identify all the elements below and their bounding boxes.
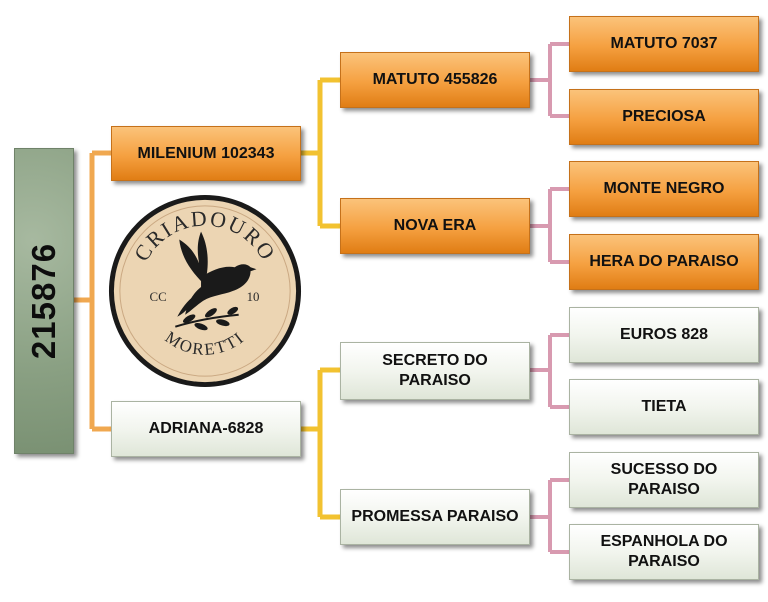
- bird-icon: [177, 231, 257, 317]
- ggp-6-label: TIETA: [641, 398, 687, 415]
- paternal-granddam-label: NOVA ERA: [393, 217, 477, 234]
- logo-right-text: 10: [247, 290, 260, 304]
- dam-label: ADRIANA-6828: [148, 420, 264, 437]
- ggp-7-box: SUCESSO DO PARAISO: [569, 452, 759, 508]
- connector-root: [72, 150, 111, 432]
- ggp-3-box: MONTE NEGRO: [569, 161, 759, 217]
- ggp-8-box: ESPANHOLA DO PARAISO: [569, 524, 759, 580]
- root-animal-label: 215876: [25, 242, 62, 360]
- ggp-1-box: MATUTO 7037: [569, 16, 759, 72]
- ggp-3-label: MONTE NEGRO: [603, 180, 725, 197]
- maternal-granddam-label: PROMESSA PARAISO: [351, 508, 519, 525]
- connector-dam: [301, 367, 340, 520]
- ggp-2-label: PRECIOSA: [622, 108, 706, 125]
- ggp-5-label: EUROS 828: [619, 326, 709, 343]
- ggp-5-box: EUROS 828: [569, 307, 759, 363]
- maternal-grandsire-box: SECRETO DO PARAISO: [340, 342, 530, 400]
- connector-sire: [301, 77, 340, 229]
- ggp-2-box: PRECIOSA: [569, 89, 759, 145]
- connector-dam-sire: [530, 333, 569, 409]
- sire-box: MILENIUM 102343: [111, 126, 301, 181]
- maternal-granddam-box: PROMESSA PARAISO: [340, 489, 530, 545]
- connector-sire-dam: [530, 187, 569, 264]
- paternal-grandsire-box: MATUTO 455826: [340, 52, 530, 108]
- ggp-6-box: TIETA: [569, 379, 759, 435]
- sire-label: MILENIUM 102343: [137, 144, 275, 162]
- logo-inner-ring: [119, 205, 291, 377]
- ggp-8-label: ESPANHOLA DO PARAISO: [600, 533, 728, 570]
- ggp-1-label: MATUTO 7037: [610, 35, 718, 52]
- connector-dam-dam: [530, 478, 569, 554]
- ggp-7-label: SUCESSO DO PARAISO: [610, 461, 718, 498]
- paternal-granddam-box: NOVA ERA: [340, 198, 530, 254]
- dam-box: ADRIANA-6828: [111, 401, 301, 457]
- paternal-grandsire-label: MATUTO 455826: [372, 71, 498, 88]
- olive-branch-icon: [175, 306, 239, 331]
- criadouro-logo: CRIADOURO MORETTI CC 10: [108, 194, 302, 388]
- connector-sire-sire: [530, 42, 569, 118]
- ggp-4-label: HERA DO PARAISO: [589, 253, 739, 270]
- maternal-grandsire-label: SECRETO DO PARAISO: [382, 352, 488, 389]
- ggp-4-box: HERA DO PARAISO: [569, 234, 759, 290]
- root-animal-box: 215876: [14, 148, 74, 454]
- logo-left-text: CC: [150, 290, 167, 304]
